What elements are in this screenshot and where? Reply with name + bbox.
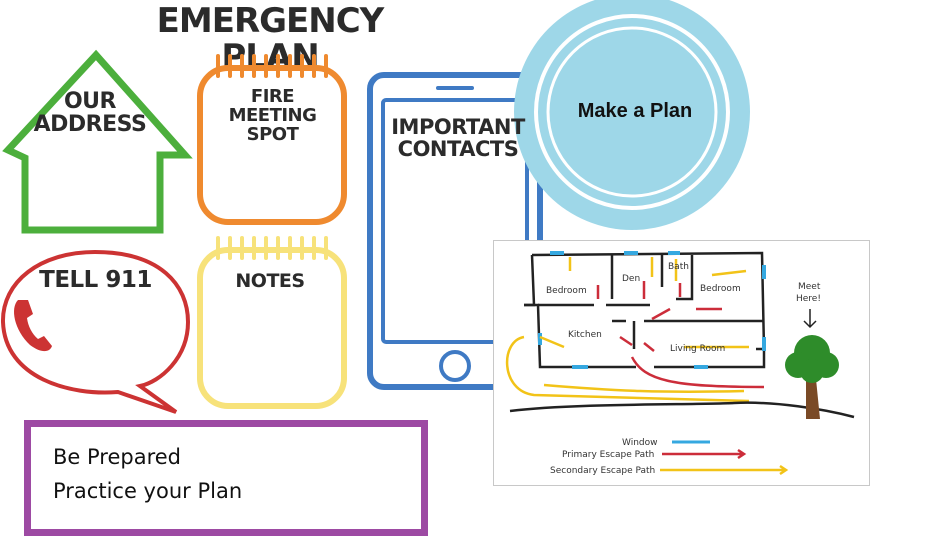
fire-meeting-label: FIRE MEETING SPOT (205, 86, 340, 145)
meet-here-line1: Meet (798, 282, 821, 292)
room-bedroom-1: Bedroom (546, 286, 587, 296)
contacts-label-line2: CONTACTS (397, 137, 519, 162)
tree-icon (785, 335, 839, 419)
notes-notepad (197, 247, 347, 409)
legend-secondary-swatch (660, 464, 789, 476)
make-plan-inner-ring (546, 26, 718, 198)
be-prepared-text: Be Prepared (53, 445, 182, 469)
fire-meeting-notepad (197, 65, 347, 225)
meet-here-line2: Here! (796, 294, 821, 304)
legend-primary-swatch (662, 448, 747, 460)
fire-notepad-rings (216, 54, 328, 78)
fire-label-line2: SPOT (246, 123, 299, 145)
notes-notepad-rings (216, 236, 328, 260)
contacts-label-line1: IMPORTANT (391, 115, 525, 139)
legend-secondary-label: Secondary Escape Path (550, 466, 655, 476)
phone-outline (367, 72, 543, 390)
ground-line (509, 401, 855, 419)
floor-plan-windows (538, 251, 766, 369)
contacts-label: IMPORTANT CONTACTS (388, 116, 528, 160)
floor-plan-drawing: Bedroom Den Bath Bedroom Kitchen Living … (505, 251, 855, 476)
house-label-line2: ADDRESS (33, 112, 147, 138)
floor-plan-image: Bedroom Den Bath Bedroom Kitchen Living … (493, 240, 870, 486)
practice-plan-text: Practice your Plan (53, 479, 243, 503)
floor-plan-legend: Window Primary Escape Path Secondary Esc… (550, 438, 789, 476)
floor-plan-walls (524, 251, 766, 369)
secondary-escape-paths (505, 257, 750, 403)
room-bedroom-2: Bedroom (700, 284, 741, 294)
primary-escape-paths (596, 281, 765, 389)
phone-screen (381, 98, 529, 344)
legend-primary-label: Primary Escape Path (562, 450, 654, 460)
room-den: Den (622, 274, 640, 284)
phone-handset-icon (14, 300, 52, 352)
meet-arrow-icon (803, 309, 817, 329)
make-plan-ring (534, 14, 730, 210)
legend-window-label: Window (622, 438, 658, 448)
be-prepared-box: Be Prepared Practice your Plan (24, 420, 428, 536)
tell-911-label: TELL 911 (39, 267, 152, 293)
phone-home-button (439, 350, 471, 382)
room-kitchen: Kitchen (568, 330, 602, 340)
notes-label: NOTES (235, 270, 305, 292)
house-label: OUR ADDRESS (30, 90, 150, 136)
tell-speech-bubble (0, 249, 191, 414)
fire-label-line1: FIRE MEETING (228, 86, 317, 126)
room-living-room: Living Room (670, 344, 725, 354)
house-label-line1: OUR (63, 89, 117, 114)
make-plan-label: Make a Plan (577, 100, 693, 122)
house-outline (2, 49, 193, 234)
room-bath: Bath (668, 262, 689, 272)
